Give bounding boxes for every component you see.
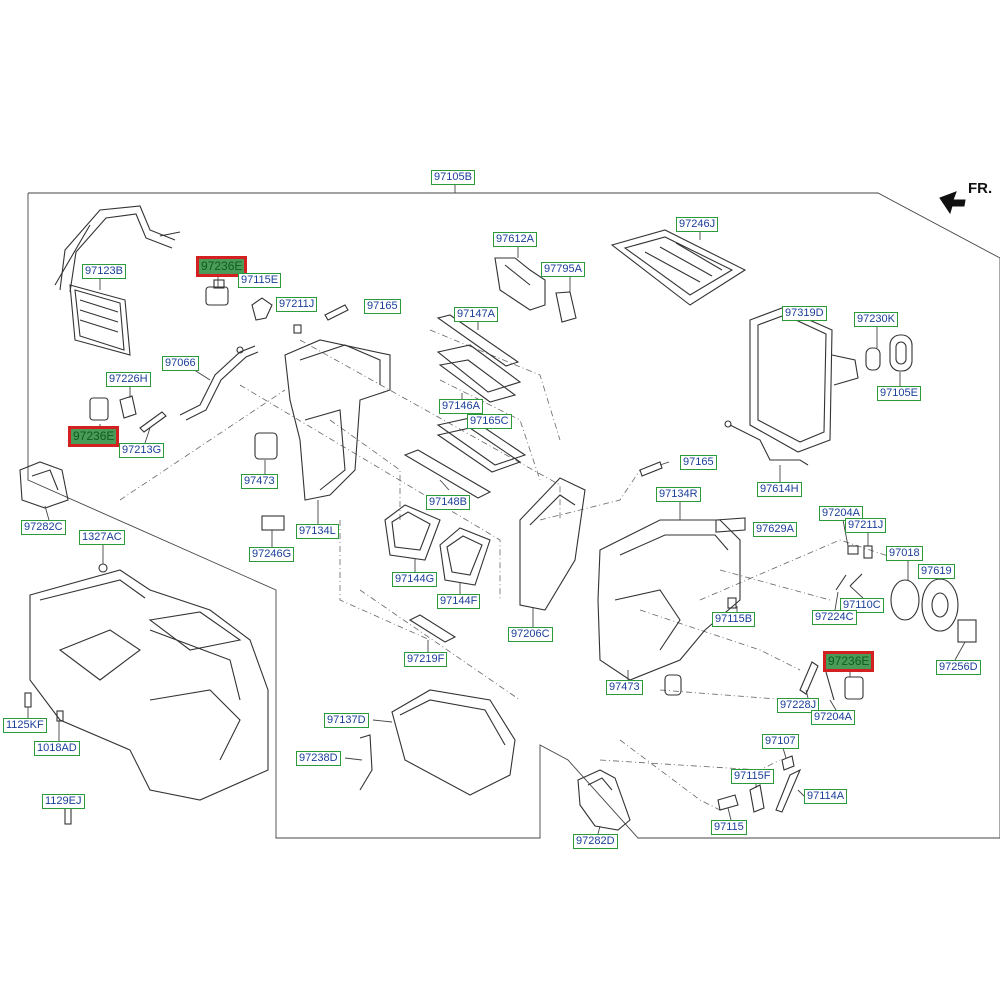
part-label-97134L[interactable]: 97134L (296, 524, 339, 539)
small-parts-right (639, 461, 746, 609)
part-label-97236E-highlighted-b[interactable]: 97236E (68, 426, 120, 447)
part-label-97224C[interactable]: 97224C (812, 610, 857, 625)
case-cover-part (519, 477, 586, 611)
sensor-wire-part (724, 420, 809, 466)
part-label-1018AD[interactable]: 1018AD (34, 741, 80, 756)
leader-lines (27, 232, 966, 835)
part-label-97238D[interactable]: 97238D (296, 751, 341, 766)
evaporator-core-part (54, 205, 181, 356)
part-label-97619[interactable]: 97619 (918, 564, 955, 579)
part-label-97018[interactable]: 97018 (886, 546, 923, 561)
left-case-part (254, 339, 391, 531)
lower-case-part (359, 689, 516, 796)
part-label-97211J-b[interactable]: 97211J (845, 518, 887, 533)
part-label-97115F[interactable]: 97115F (731, 769, 774, 784)
part-label-97206C[interactable]: 97206C (508, 627, 553, 642)
part-label-97107[interactable]: 97107 (762, 734, 799, 749)
cable-parts (717, 755, 802, 813)
mode-actuator-part-a (205, 279, 229, 306)
right-case-part (597, 519, 741, 696)
part-label-97213G[interactable]: 97213G (119, 443, 165, 458)
mode-actuator-part-c (799, 661, 864, 701)
grommet-part (865, 334, 913, 372)
hvac-assembly-part (24, 563, 269, 825)
part-label-97165-a[interactable]: 97165 (364, 299, 401, 314)
part-label-97115[interactable]: 97115 (711, 820, 747, 835)
part-label-97473-a[interactable]: 97473 (241, 474, 278, 489)
part-label-97236E-highlighted-c[interactable]: 97236E (823, 651, 875, 672)
part-label-97614H[interactable]: 97614H (757, 482, 802, 497)
part-label-97066[interactable]: 97066 (162, 356, 199, 371)
part-label-97236E-highlighted-a[interactable]: 97236E (196, 256, 248, 277)
part-label-97228J[interactable]: 97228J (777, 698, 820, 713)
part-label-97144G[interactable]: 97144G (392, 572, 438, 587)
part-label-97211J-a[interactable]: 97211J (276, 297, 318, 312)
part-label-97282D[interactable]: 97282D (573, 834, 618, 849)
part-label-97230K[interactable]: 97230K (854, 312, 898, 327)
filter-frame-part (610, 229, 747, 306)
part-label-97256D[interactable]: 97256D (936, 660, 981, 675)
drain-hose-part (179, 345, 259, 421)
lever-part (251, 297, 273, 321)
part-label-97123B[interactable]: 97123B (82, 264, 126, 279)
part-label-97165C[interactable]: 97165C (467, 414, 512, 429)
part-label-97115B[interactable]: 97115B (712, 612, 756, 627)
part-label-97629A[interactable]: 97629A (753, 522, 797, 537)
part-label-97110C[interactable]: 97110C (840, 598, 884, 613)
part-label-97219F[interactable]: 97219F (404, 652, 448, 667)
part-label-97282C[interactable]: 97282C (21, 520, 66, 535)
small-clip-part (293, 324, 302, 334)
part-label-97134R[interactable]: 97134R (656, 487, 701, 502)
part-label-97115E[interactable]: 97115E (238, 273, 282, 288)
part-label-97612A[interactable]: 97612A (493, 232, 537, 247)
front-direction-label: FR. (968, 180, 993, 197)
filter-door-part (384, 504, 491, 586)
part-label-97105E[interactable]: 97105E (877, 386, 921, 401)
link-part (139, 411, 167, 433)
part-label-1125KF[interactable]: 1125KF (3, 718, 47, 733)
part-label-97114A[interactable]: 97114A (804, 789, 848, 804)
part-label-97204A-b[interactable]: 97204A (811, 710, 855, 725)
part-label-97246J[interactable]: 97246J (676, 217, 719, 232)
part-label-97148B[interactable]: 97148B (426, 495, 470, 510)
bracket-small-part (555, 291, 577, 323)
part-label-97137D[interactable]: 97137D (324, 713, 369, 728)
part-label-97246G[interactable]: 97246G (249, 547, 295, 562)
seal-strip-part (408, 614, 457, 643)
part-label-97204A-a[interactable]: 97204A (819, 506, 863, 521)
part-label-97795A[interactable]: 97795A (541, 262, 585, 277)
part-label-1327AC[interactable]: 1327AC (79, 530, 125, 545)
part-label-97473-b[interactable]: 97473 (606, 680, 643, 695)
part-label-97105B[interactable]: 97105B (431, 170, 475, 185)
part-label-97147A[interactable]: 97147A (454, 307, 498, 322)
part-label-97319D[interactable]: 97319D (782, 306, 827, 321)
door-assembly-part (403, 314, 527, 499)
part-label-1129EJ[interactable]: 1129EJ (42, 794, 85, 809)
front-direction-arrow (939, 191, 966, 215)
heater-core-part (749, 307, 859, 453)
mode-actuator-part-b (89, 395, 137, 421)
part-label-97144F[interactable]: 97144F (437, 594, 481, 609)
duct-part-d (577, 769, 631, 831)
bracket-part (494, 257, 546, 311)
link-rod-part (324, 304, 349, 321)
duct-part-c (19, 461, 69, 509)
part-label-97146A[interactable]: 97146A (439, 399, 483, 414)
part-label-97226H[interactable]: 97226H (106, 372, 151, 387)
part-label-97165-b[interactable]: 97165 (680, 455, 717, 470)
assembly-outline (27, 192, 1000, 839)
